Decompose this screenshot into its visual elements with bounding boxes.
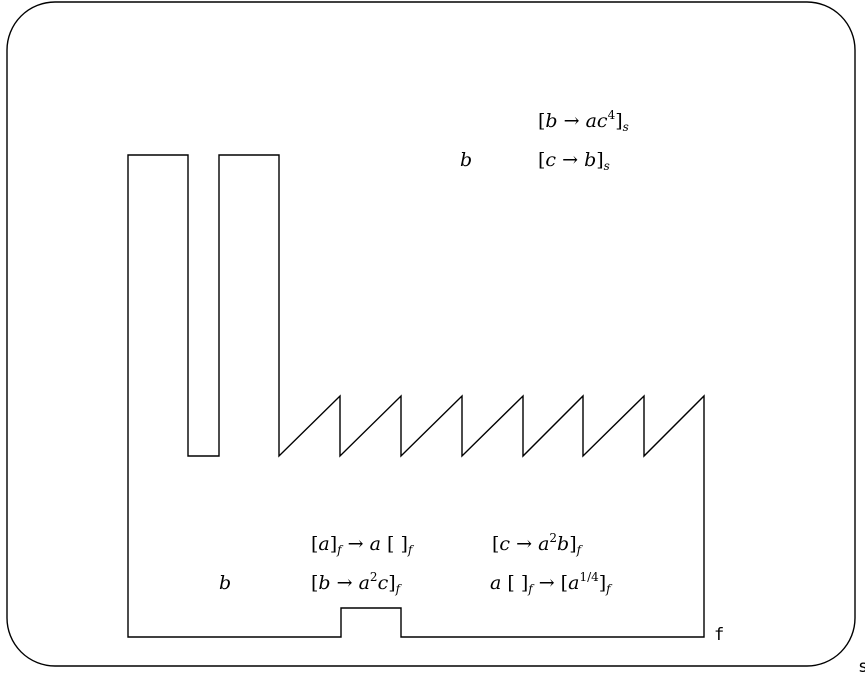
factory-membrane xyxy=(127,154,705,638)
factory-object-b: b xyxy=(219,572,231,594)
skin-membrane xyxy=(6,1,856,667)
factory-rule-b: [b → a2c]f xyxy=(311,570,403,596)
factory-rule-a-out: [a]f → a [ ]f xyxy=(311,533,415,557)
skin-rule-c: [c → b]s xyxy=(538,149,610,173)
skin-rule-b: [b → ac4]s xyxy=(538,108,629,134)
factory-rule-c: [c → a2b]f xyxy=(492,531,584,557)
factory-rule-a-in: a [ ]f → [a1/4]f xyxy=(490,570,613,596)
skin-membrane-label: s xyxy=(858,657,865,674)
skin-object-b: b xyxy=(460,149,472,171)
factory-membrane-label: f xyxy=(714,625,724,645)
